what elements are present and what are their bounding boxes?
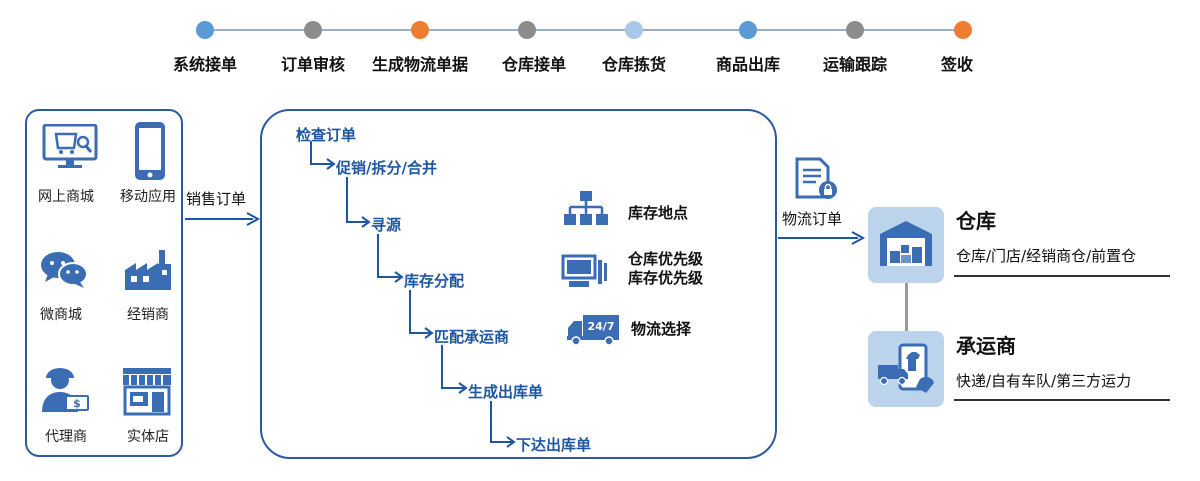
channel-label-agent: 代理商 [45,429,87,445]
timeline-line [205,29,963,31]
process-step: 生成出库单 [468,383,544,401]
smartphone-icon [135,122,165,180]
carrier-desc: 快递/自有车队/第三方运力 [956,372,1132,390]
agent-icon: $ [42,368,89,412]
document-lock-icon [795,157,837,199]
channel-label-online-store: 网上商城 [38,189,94,205]
warehouse-icon [880,221,932,266]
timeline-dot [954,21,972,39]
timeline-dot [846,21,864,39]
node-connector [905,283,908,331]
delivery-truck-icon: 24/7 [567,315,619,346]
timeline-label: 商品出库 [715,55,780,74]
carrier-icon [878,343,934,393]
process-step: 下达出库单 [516,436,592,454]
storefront-icon [123,368,171,416]
computer-icon [561,254,607,287]
monitor-shop-icon [42,124,98,168]
timeline-label: 仓库拣货 [601,55,666,74]
hierarchy-icon [564,191,608,225]
process-step: 匹配承运商 [434,328,510,346]
svg-text:$: $ [73,397,81,410]
timeline-dot [739,21,757,39]
timeline-label: 签收 [940,55,973,74]
warehouse-priority-text: 仓库优先级 [628,250,704,268]
feature-label-logistics-selection: 物流选择 [631,320,692,338]
logistics-order-label: 物流订单 [782,210,843,228]
logistics-order-arrow [778,231,866,245]
process-step: 寻源 [371,216,402,234]
order-processing-panel [260,109,777,459]
channel-label-mobile-app: 移动应用 [120,189,176,205]
sales-order-arrow [185,212,261,226]
sales-channels-panel [25,109,183,457]
carrier-title: 承运商 [956,334,1016,358]
timeline-dot [625,21,643,39]
timeline-dot [518,21,536,39]
warehouse-desc: 仓库/门店/经销商仓/前置仓 [956,247,1137,265]
process-step: 检查订单 [296,126,357,144]
timeline-label: 订单审核 [280,55,345,74]
wechat-icon [41,252,88,288]
timeline-dot [304,21,322,39]
svg-text:24/7: 24/7 [588,320,615,333]
feature-label-stock-location: 库存地点 [628,204,689,222]
timeline-label: 运输跟踪 [822,55,887,74]
warehouse-title: 仓库 [956,209,996,233]
timeline-dot [411,21,429,39]
timeline-dot [196,21,214,39]
process-step: 库存分配 [404,272,465,290]
sales-order-label: 销售订单 [186,190,247,208]
timeline-label: 生成物流单据 [371,55,468,74]
factory-icon [125,250,171,290]
process-step: 促销/拆分/合并 [336,159,437,177]
timeline-label: 系统接单 [172,55,237,74]
feature-label-warehouse-priority: 仓库优先级 库存优先级 [628,250,703,288]
channel-label-physical-store: 实体店 [127,429,169,445]
timeline-label: 仓库接单 [501,55,566,74]
channel-label-wechat-mall: 微商城 [40,307,82,323]
channel-label-distributor: 经销商 [127,307,169,323]
warehouse-underline [954,275,1170,277]
carrier-underline [954,399,1170,401]
stock-priority-text: 库存优先级 [628,269,704,287]
